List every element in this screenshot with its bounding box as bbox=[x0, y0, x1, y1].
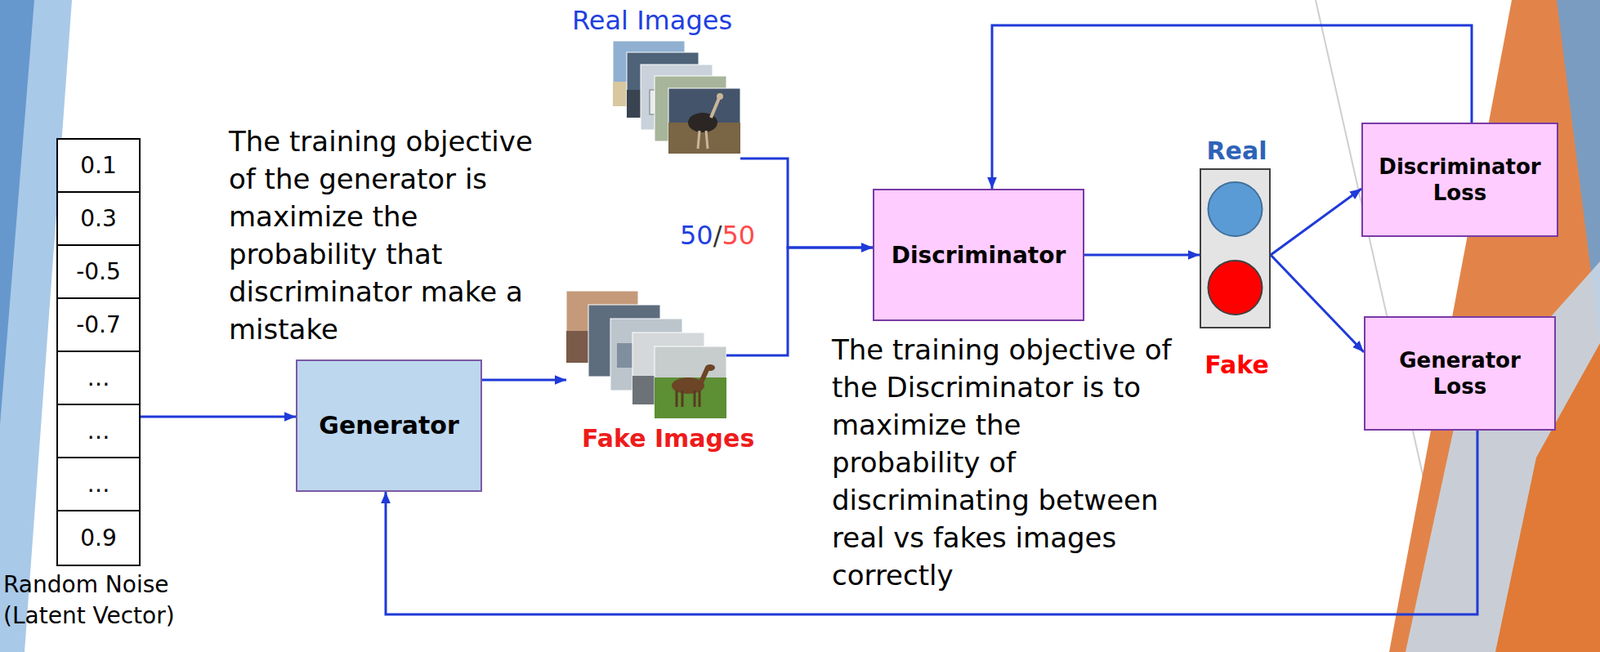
image-stack: Real Images bbox=[612, 40, 741, 162]
vector-value: 0.9 bbox=[80, 523, 117, 553]
indicator-lamps bbox=[1201, 169, 1270, 327]
vector-value: 0.1 bbox=[80, 151, 117, 180]
vector-value: -0.7 bbox=[75, 310, 121, 340]
label-holder: Real Images bbox=[572, 4, 733, 36]
flow-arrow bbox=[1270, 254, 1364, 353]
node-heading: Random Noise (Latent Vector) bbox=[3, 569, 208, 632]
horse-leg bbox=[681, 390, 684, 407]
vector-cell: 0.3 bbox=[58, 192, 139, 246]
loss-box: Generator Loss bbox=[1363, 316, 1556, 431]
photo-thumbnail bbox=[654, 346, 727, 419]
vector-value: 0.3 bbox=[80, 204, 117, 233]
split-ratio: 50/50 bbox=[679, 218, 756, 252]
horse-head bbox=[705, 364, 716, 371]
node-heading: Real Images bbox=[572, 4, 733, 36]
real-lamp bbox=[1208, 182, 1263, 237]
slide-decor bbox=[0, 0, 35, 425]
vector-cell: … bbox=[58, 458, 139, 512]
ratio-part: / bbox=[713, 218, 723, 252]
image-stack: Fake Images bbox=[566, 290, 727, 419]
generator-box: Generator bbox=[295, 359, 483, 492]
flow-arrow bbox=[740, 158, 873, 248]
vector-value: … bbox=[87, 416, 111, 446]
vector-cell: -0.5 bbox=[58, 245, 139, 300]
vector-cell: -0.7 bbox=[58, 299, 139, 353]
box-label: Discriminator Loss bbox=[1371, 153, 1549, 207]
ostrich-head bbox=[716, 93, 724, 100]
vector-value: … bbox=[87, 469, 111, 499]
vector-cell: … bbox=[58, 405, 139, 459]
node-heading: Fake Images bbox=[581, 423, 755, 455]
horse-leg bbox=[675, 390, 679, 407]
loss-box: Discriminator Loss bbox=[1361, 122, 1559, 237]
photo-detail bbox=[654, 377, 727, 419]
label-holder: Random Noise (Latent Vector) bbox=[3, 569, 208, 632]
ratio-part: 50 bbox=[722, 218, 756, 252]
flow-arrow bbox=[482, 379, 567, 382]
vector-value: … bbox=[87, 363, 111, 393]
photo-thumbnail bbox=[668, 88, 741, 154]
box-label: Discriminator bbox=[891, 241, 1067, 270]
ratio-part: 50 bbox=[679, 218, 714, 252]
label-holder: Fake bbox=[1184, 349, 1289, 381]
flow-arrow bbox=[1084, 254, 1200, 257]
node-heading: Real bbox=[1184, 135, 1289, 167]
label-holder: Real bbox=[1184, 135, 1289, 167]
ostrich-leg bbox=[706, 130, 708, 149]
horse-leg bbox=[698, 390, 702, 407]
vector-value: -0.5 bbox=[75, 257, 121, 287]
box-label: Generator Loss bbox=[1373, 347, 1547, 401]
label-holder: Fake Images bbox=[581, 423, 755, 455]
fake-lamp bbox=[1208, 260, 1263, 315]
flow-arrow bbox=[1270, 188, 1362, 255]
vector-cell: 0.9 bbox=[58, 511, 139, 565]
flow-arrow bbox=[140, 415, 296, 419]
annotation-note: The training objective of the generator … bbox=[228, 122, 556, 349]
node-heading: Fake bbox=[1184, 349, 1289, 381]
vector-cell: 0.1 bbox=[58, 139, 139, 193]
annotation-note: The training objective of the Discrimina… bbox=[831, 330, 1176, 595]
latent-vector: 0.10.3-0.5-0.7………0.9Random Noise (Latent… bbox=[56, 138, 141, 567]
vector-cell: … bbox=[58, 352, 139, 406]
horse-leg bbox=[693, 390, 697, 407]
output-indicator: RealFake bbox=[1199, 168, 1271, 329]
ostrich-neck bbox=[710, 98, 720, 118]
box-label: Generator bbox=[318, 410, 459, 442]
ostrich-leg bbox=[697, 130, 700, 149]
discriminator-box: Discriminator bbox=[872, 188, 1085, 322]
